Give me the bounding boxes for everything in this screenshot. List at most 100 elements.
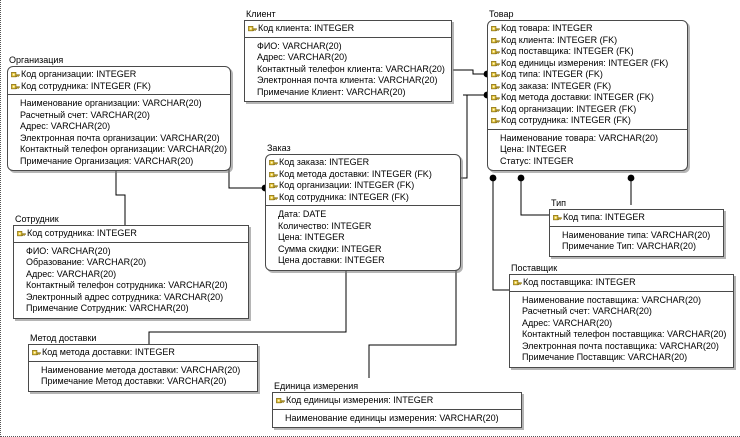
entity-title: Товар — [489, 9, 514, 19]
primary-key-icon — [269, 194, 278, 203]
attribute-section: Наименование товара: VARCHAR(20) Цена: I… — [488, 128, 687, 171]
attribute-row: Образование: VARCHAR(20) — [26, 257, 147, 267]
attribute-row: Цена: INTEGER — [278, 232, 345, 242]
entity-box[interactable]: Код заказа: INTEGER Код метода доставки:… — [265, 154, 461, 271]
key-row: Код типа: INTEGER — [553, 212, 720, 224]
entity-klient[interactable]: Клиент Код клиента: INTEGER ФИО: VARCHAR… — [244, 9, 452, 102]
entity-box[interactable]: Код товара: INTEGER Код клиента: INTEGER… — [487, 20, 688, 171]
key-row: Код товара: INTEGER — [491, 23, 684, 35]
entity-metod-dostavki[interactable]: Метод доставки Код метода доставки: INTE… — [28, 333, 258, 392]
key-label: Код единицы измерения: INTEGER (FK) — [501, 57, 669, 68]
key-label: Код типа: INTEGER — [563, 212, 645, 222]
entity-box[interactable]: Код метода доставки: INTEGER Наименовани… — [28, 344, 258, 392]
entity-tovar[interactable]: Товар Код товара: INTEGER Код клиента: I… — [487, 9, 688, 171]
primary-key-icon — [491, 60, 500, 69]
key-row: Код поставщика: INTEGER — [513, 277, 730, 289]
key-label: Код сотрудника: INTEGER (FK) — [501, 115, 631, 125]
key-row: Код организации: INTEGER — [11, 69, 227, 81]
attribute-section: ФИО: VARCHAR(20) Адрес: VARCHAR(20) Конт… — [245, 36, 451, 102]
key-label: Код поставщика: INTEGER (FK) — [501, 46, 634, 56]
key-label: Код метода доставки: INTEGER (FK) — [501, 92, 654, 102]
entity-box[interactable]: Код поставщика: INTEGER Наименование пос… — [509, 274, 734, 368]
entity-box[interactable]: Код организации: INTEGER Код сотрудника:… — [7, 66, 231, 171]
attribute-row: Примечание Метод доставки: VARCHAR(20) — [41, 376, 227, 386]
primary-key-icon — [491, 106, 500, 115]
entity-box[interactable]: Код типа: INTEGER Наименование типа: VAR… — [549, 209, 724, 257]
attribute-row: Цена: INTEGER — [500, 144, 567, 154]
entity-title: Единица измерения — [274, 381, 359, 391]
key-label: Код клиента: INTEGER (FK) — [501, 34, 618, 45]
primary-key-icon — [269, 182, 278, 191]
key-label: Код организации: INTEGER (FK) — [279, 180, 415, 190]
attribute-section: Дата: DATE Количество: INTEGER Цена: INT… — [266, 205, 460, 270]
attribute-row: Адрес: VARCHAR(20) — [26, 268, 117, 279]
attribute-section: ФИО: VARCHAR(20) Образование: VARCHAR(20… — [14, 241, 248, 318]
attribute-row: Сумма скидки: INTEGER — [278, 243, 382, 254]
key-row: Код метода доставки: INTEGER (FK) — [491, 92, 684, 104]
attribute-row: ФИО: VARCHAR(20) — [26, 245, 111, 256]
key-row: Код сотрудника: INTEGER (FK) — [11, 81, 227, 93]
attribute-row: Количество: INTEGER — [278, 220, 372, 231]
primary-key-icon — [248, 25, 257, 34]
entity-postavshchik[interactable]: Поставщик Код поставщика: INTEGER Наимен… — [509, 263, 734, 368]
key-row: Код сотрудника: INTEGER — [17, 228, 245, 240]
entity-zakaz[interactable]: Заказ Код заказа: INTEGER Код метода дос… — [265, 143, 461, 271]
attribute-section: Наименование метода доставки: VARCHAR(20… — [29, 360, 257, 391]
attribute-row: Контактный телефон организации: VARCHAR(… — [20, 144, 228, 154]
entity-organizaciya[interactable]: Организация Код организации: INTEGER Код… — [7, 55, 231, 171]
primary-key-icon — [269, 159, 278, 168]
entity-title: Заказ — [267, 143, 291, 153]
key-row: Код метода доставки: INTEGER — [32, 347, 254, 359]
entity-box[interactable]: Код единицы измерения: INTEGER Наименова… — [272, 392, 522, 428]
key-label: Код сотрудника: INTEGER (FK) — [279, 191, 409, 202]
key-label: Код клиента: INTEGER — [258, 23, 355, 33]
key-row: Код поставщика: INTEGER (FK) — [491, 46, 684, 58]
primary-key-section: Код типа: INTEGER — [550, 210, 723, 226]
primary-key-icon — [32, 349, 41, 358]
entity-tip[interactable]: Тип Код типа: INTEGER Наименование типа:… — [549, 198, 724, 257]
attribute-row: Цена доставки: INTEGER — [278, 255, 385, 265]
primary-key-section: Код заказа: INTEGER Код метода доставки:… — [266, 155, 460, 205]
attribute-row: Дата: DATE — [278, 209, 327, 219]
attribute-row: Наименование поставщика: VARCHAR(20) — [522, 294, 701, 305]
attribute-row: Адрес: VARCHAR(20) — [20, 121, 111, 131]
key-row: Код единицы измерения: INTEGER — [276, 395, 518, 407]
primary-key-icon — [491, 25, 500, 34]
entity-edinica-izmereniya[interactable]: Единица измерения Код единицы измерения:… — [272, 381, 522, 428]
primary-key-icon — [11, 83, 20, 92]
primary-key-icon — [491, 37, 500, 46]
attribute-section: Наименование единицы измерения: VARCHAR(… — [273, 408, 521, 428]
primary-key-section: Код товара: INTEGER Код клиента: INTEGER… — [488, 21, 687, 129]
attribute-row: Примечание Клиент: VARCHAR(20) — [257, 86, 406, 97]
key-label: Код заказа: INTEGER — [279, 157, 370, 167]
entity-sotrudnik[interactable]: Сотрудник Код сотрудника: INTEGER ФИО: V… — [13, 214, 249, 319]
key-label: Код организации: INTEGER — [21, 69, 137, 79]
attribute-row: Контактный телефон клиента: VARCHAR(20) — [257, 63, 445, 74]
attribute-row: Наименование организации: VARCHAR(20) — [20, 98, 202, 108]
primary-key-icon — [11, 71, 20, 80]
key-row: Код клиента: INTEGER (FK) — [491, 35, 684, 47]
key-row: Код заказа: INTEGER — [269, 157, 457, 169]
attribute-row: Наименование метода доставки: VARCHAR(20… — [41, 364, 241, 375]
primary-key-icon — [491, 83, 500, 92]
primary-key-icon — [491, 117, 500, 126]
key-label: Код метода доставки: INTEGER — [42, 347, 175, 357]
attribute-row: Статус: INTEGER — [500, 155, 574, 166]
entity-box[interactable]: Код клиента: INTEGER ФИО: VARCHAR(20) Ад… — [244, 20, 452, 102]
attribute-row: Электронный адрес сотрудника: VARCHAR(20… — [26, 291, 224, 302]
attribute-row: Примечание Сотрудник: VARCHAR(20) — [26, 303, 189, 313]
attribute-row: Электронная почта поставщика: VARCHAR(20… — [522, 340, 719, 351]
primary-key-icon — [491, 94, 500, 103]
primary-key-icon — [276, 397, 285, 406]
key-label: Код метода доставки: INTEGER (FK) — [279, 168, 432, 179]
key-label: Код организации: INTEGER (FK) — [501, 103, 637, 114]
attribute-row: Наименование единицы измерения: VARCHAR(… — [285, 412, 499, 423]
attribute-row: Наименование типа: VARCHAR(20) — [562, 229, 711, 240]
key-row: Код типа: INTEGER (FK) — [491, 69, 684, 81]
primary-key-icon — [513, 279, 522, 288]
entity-box[interactable]: Код сотрудника: INTEGER ФИО: VARCHAR(20)… — [13, 225, 249, 319]
primary-key-icon — [553, 214, 562, 223]
attribute-section: Наименование типа: VARCHAR(20) Примечани… — [550, 225, 723, 256]
attribute-row: Контактный телефон поставщика: VARCHAR(2… — [522, 329, 727, 339]
